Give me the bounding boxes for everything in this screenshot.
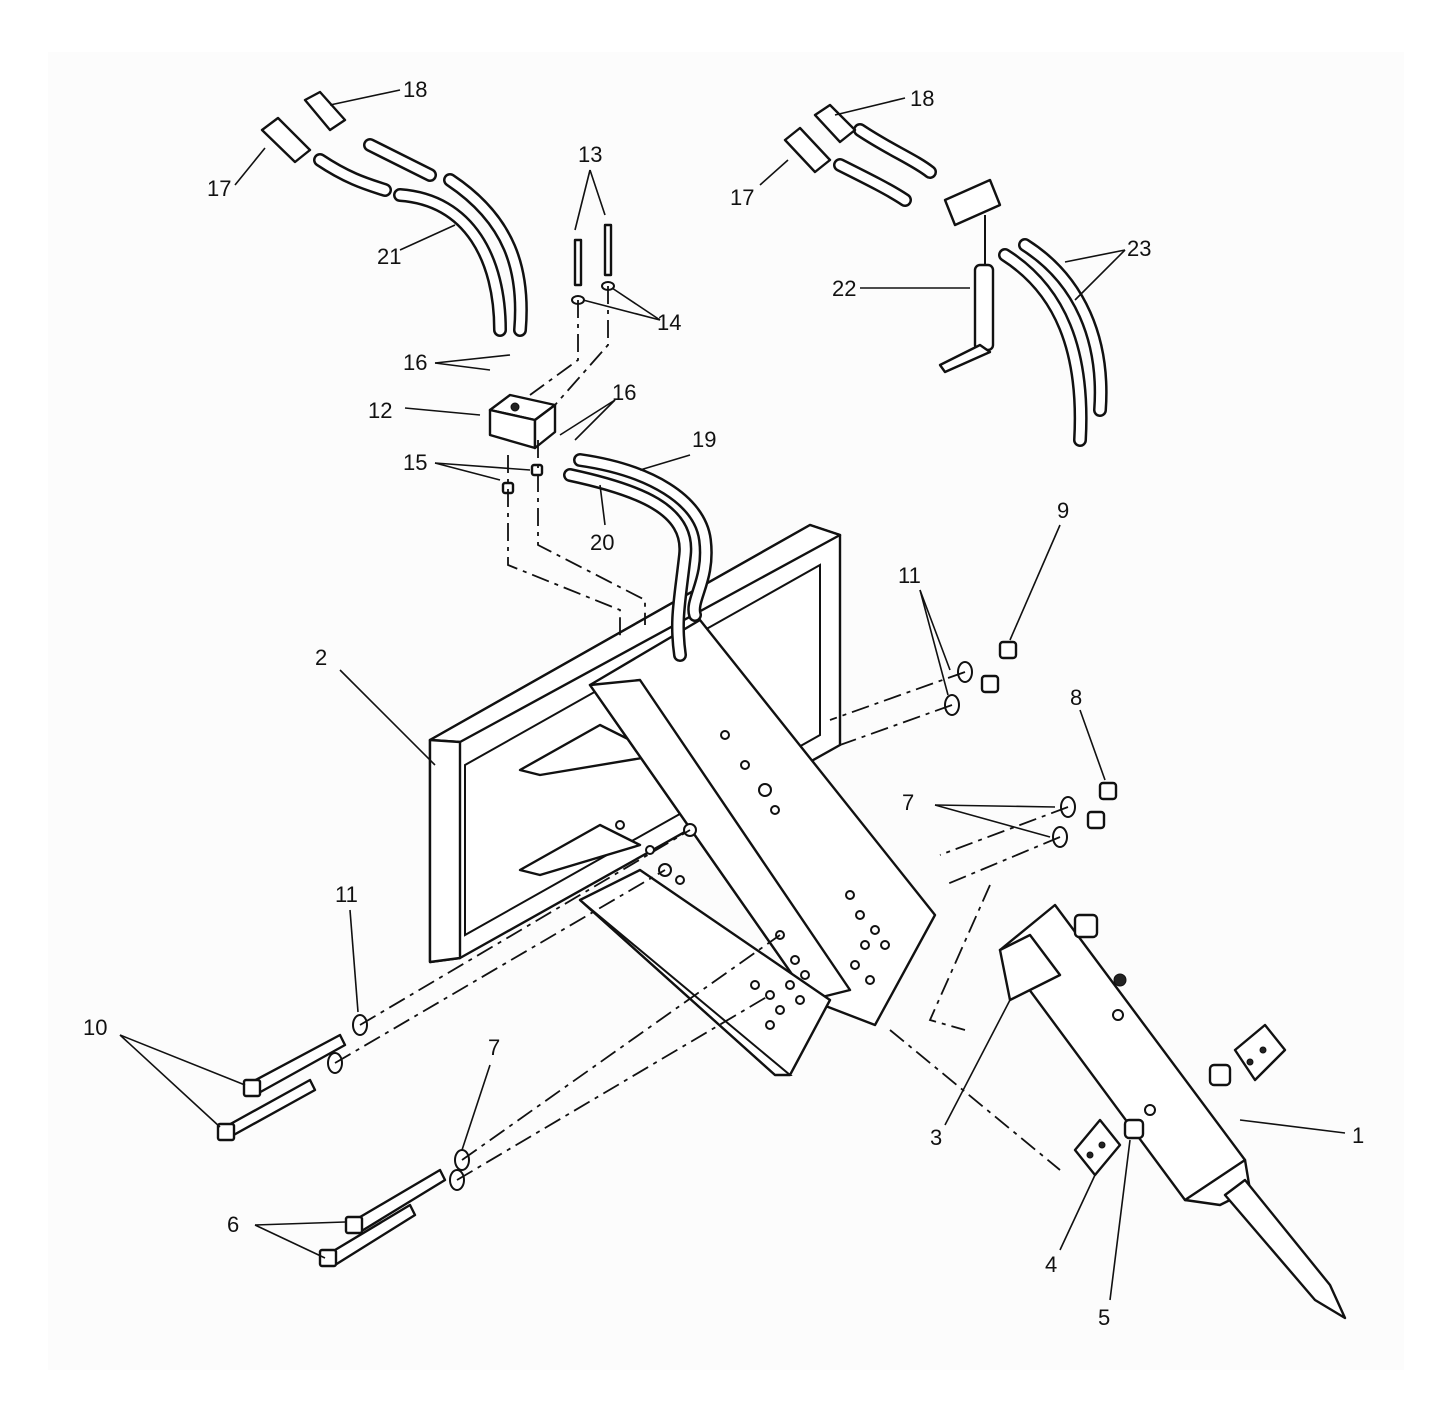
callout-3: 3 [930,1125,942,1150]
callout-labels: 1 2 3 4 5 6 7 7 8 9 10 11 11 12 13 14 15… [83,77,1364,1330]
hose-holder [938,178,1002,374]
callout-15: 15 [403,450,427,475]
bolts-6 [318,1168,447,1268]
callout-14: 14 [657,310,681,335]
callout-16-left: 16 [403,350,427,375]
callout-6: 6 [227,1212,239,1237]
callout-18-left: 18 [403,77,427,102]
leader-lines [119,89,1346,1301]
callout-23: 23 [1127,236,1151,261]
callout-10: 10 [83,1015,107,1040]
callout-1: 1 [1352,1123,1364,1148]
hoses-19-20 [563,453,713,662]
callout-7-right: 7 [902,790,914,815]
callout-22: 22 [832,276,856,301]
callout-9: 9 [1057,498,1069,523]
nuts [980,640,1118,830]
callout-19: 19 [692,427,716,452]
callout-20: 20 [590,530,614,555]
callout-16-right: 16 [612,380,636,405]
boom-arm [578,618,937,1077]
hoses-21 [313,138,528,337]
callout-11-right: 11 [898,563,921,588]
callout-8: 8 [1070,685,1082,710]
bolts-10 [216,1033,347,1142]
callout-17-right: 17 [730,185,754,210]
clamp-blocks [1073,1023,1287,1177]
assembly-lines [334,286,1069,1181]
couplers-left [260,90,347,164]
couplers-right [783,103,857,174]
callout-5: 5 [1098,1305,1110,1330]
hydraulic-breaker [998,903,1347,1320]
callout-18-right: 18 [910,86,934,111]
callout-11-left: 11 [335,882,358,907]
callout-4: 4 [1045,1252,1057,1277]
callout-2: 2 [315,645,327,670]
manifold-block [488,393,557,450]
callout-7-left: 7 [488,1035,500,1060]
hoses-23 [833,123,1108,447]
callout-13: 13 [578,142,602,167]
callout-17-left: 17 [207,176,231,201]
callout-21: 21 [377,244,401,269]
callout-12: 12 [368,398,392,423]
